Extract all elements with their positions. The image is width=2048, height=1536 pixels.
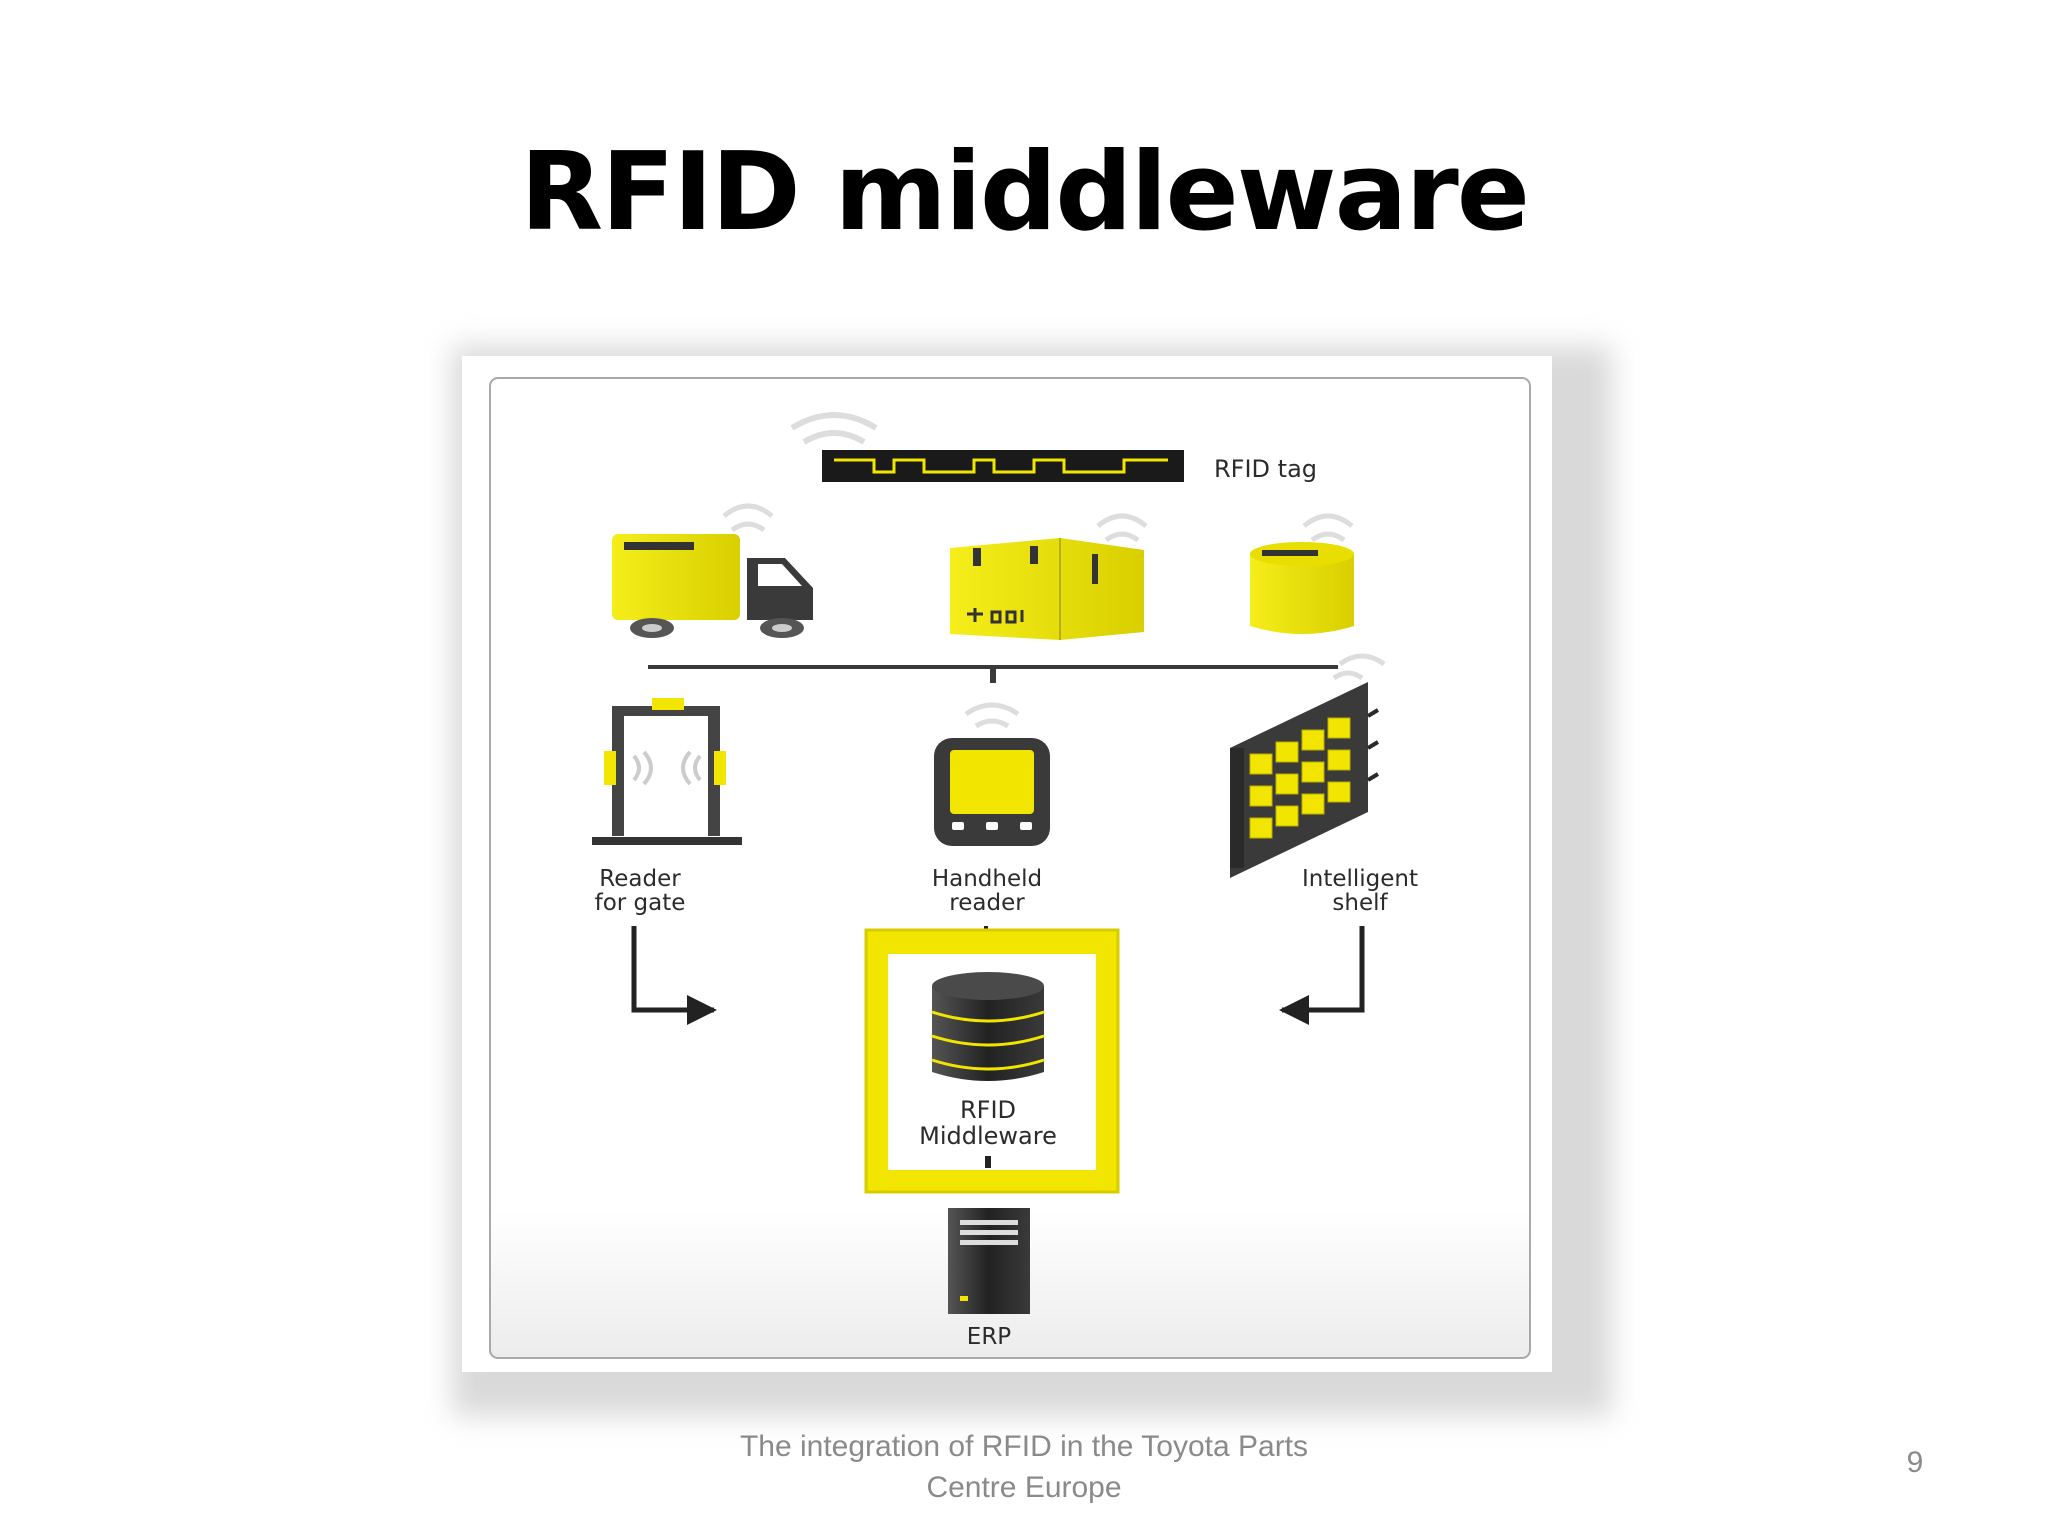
gate-to-middleware-arrow [631, 926, 717, 1025]
shelf-to-middleware-arrow [1279, 926, 1365, 1025]
middleware-label-2: Middleware [919, 1122, 1057, 1150]
erp-server-icon [948, 1208, 1030, 1314]
page-number: 9 [1906, 1446, 1924, 1479]
middleware-label-1: RFID [960, 1096, 1016, 1124]
slide-footer: The integration of RFID in the Toyota Pa… [739, 1430, 1309, 1504]
intelligent-shelf-label-2: shelf [1332, 890, 1388, 916]
box-icon [950, 513, 1148, 640]
truck-icon [612, 503, 813, 638]
slide-title: RFID middleware [520, 130, 1530, 255]
rfid-tag-icon [790, 412, 1184, 482]
rfid-diagram-svg: RFID tag [489, 377, 1531, 1359]
intelligent-shelf-icon [1230, 653, 1386, 878]
gate-reader-label-1: Reader [599, 866, 681, 892]
gate-reader-icon [592, 698, 742, 845]
handheld-reader-label-2: reader [949, 890, 1025, 916]
gate-reader-label-2: for gate [595, 890, 686, 916]
erp-label: ERP [967, 1324, 1012, 1350]
rfid-diagram: RFID tag [462, 356, 1552, 1372]
barrel-icon [1250, 513, 1354, 634]
rfid-tag-label: RFID tag [1214, 455, 1317, 483]
database-icon [931, 972, 1045, 1081]
intelligent-shelf-label-1: Intelligent [1302, 866, 1418, 892]
handheld-reader-icon [934, 702, 1050, 846]
handheld-reader-label-1: Handheld [932, 866, 1042, 892]
